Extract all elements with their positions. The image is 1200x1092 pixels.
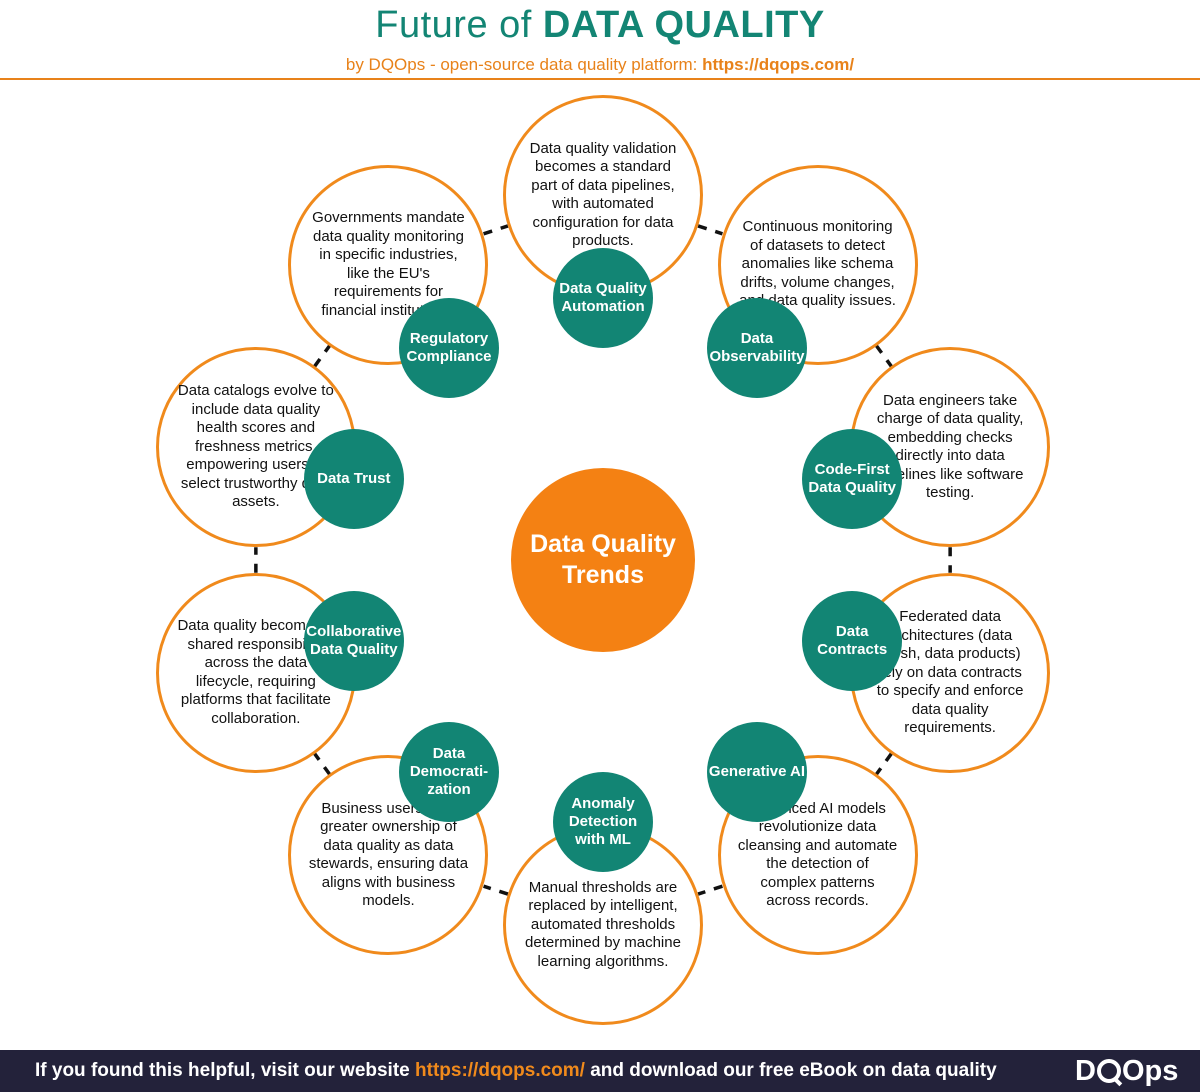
trend-label-text: Data Quality Automation [559, 280, 647, 315]
dqops-logo: D Ops [1075, 1054, 1179, 1087]
trend-description: Data quality becomes a shared responsibi… [177, 617, 335, 727]
page-title: Future of DATA QUALITY [0, 2, 1200, 48]
dashed-connector [313, 752, 332, 776]
subtitle-link[interactable]: https://dqops.com/ [702, 55, 855, 74]
footer-message: If you found this helpful, visit our web… [35, 1060, 997, 1082]
trend-label-text: Code-First Data Quality [808, 461, 896, 497]
trend-label-text: Data Trust [317, 470, 391, 488]
dashed-connector [697, 224, 723, 236]
trend-description: Data engineers take charge of data quali… [876, 391, 1024, 502]
dashed-connector [483, 884, 509, 896]
page-subtitle: by DQOps - open-source data quality plat… [0, 54, 1200, 76]
footer-banner: If you found this helpful, visit our web… [0, 1050, 1200, 1092]
trend-label-text: Generative AI [708, 762, 806, 780]
trend-label-text: Collaborative Data Quality [306, 622, 402, 658]
trend-label-text: Data Contracts [817, 622, 888, 658]
title-prefix: Future of [375, 4, 543, 46]
dashed-connector [874, 344, 893, 368]
trend-description: Manual thresholds are replaced by intell… [525, 878, 681, 970]
trend-description: Continuous monitoring of datasets to det… [739, 218, 896, 310]
trend-label-text: Anomaly Detection with ML [568, 795, 638, 848]
logo-q-icon [1096, 1059, 1121, 1083]
trend-label-generative-ai: Generative AI [706, 721, 807, 822]
trend-label-text: Data Democrati-zation [409, 744, 489, 798]
trend-label-text: Regulatory Compliance [406, 330, 492, 366]
dashed-connector [874, 752, 893, 776]
dashed-connector [313, 344, 332, 368]
subtitle-prefix: by DQOps - open-source data quality plat… [345, 55, 703, 74]
trend-label-anomaly-detection: Anomaly Detection with ML [553, 772, 653, 872]
trend-label-trust: Data Trust [303, 429, 404, 530]
trend-label-text: Data Observability [709, 330, 805, 366]
trend-label-automation: Data Quality Automation [553, 248, 653, 348]
footer-link[interactable]: https://dqops.com/ [415, 1060, 585, 1081]
connector-lines [254, 224, 952, 896]
trend-label-collaborative: Collaborative Data Quality [303, 590, 404, 691]
center-hub: Data Quality Trends [511, 468, 695, 652]
dashed-connector [697, 884, 723, 896]
trend-description: Data quality validation becomes a standa… [529, 139, 677, 250]
trend-label-democratization: Data Democrati-zation [399, 721, 499, 822]
trend-label-compliance: Regulatory Compliance [399, 298, 499, 399]
trend-label-code-first: Code-First Data Quality [802, 429, 903, 530]
trend-description: Data catalogs evolve to include data qua… [177, 382, 334, 511]
header-divider [0, 78, 1200, 80]
trend-label-contracts: Data Contracts [802, 590, 903, 691]
center-label: Data Quality Trends [530, 530, 676, 589]
dashed-connector [483, 224, 509, 236]
trend-description: Governments mandate data quality monitor… [312, 209, 465, 319]
trend-description: Federated data architectures (data mesh,… [876, 608, 1024, 737]
footer-suffix: and download our free eBook on data qual… [584, 1060, 997, 1081]
trend-circle-observability: Continuous monitoring of datasets to det… [717, 164, 918, 365]
footer-prefix: If you found this helpful, visit our web… [35, 1060, 416, 1081]
trend-label-observability: Data Observability [706, 298, 807, 399]
title-bold: DATA QUALITY [542, 4, 825, 46]
logo-ops: Ops [1121, 1054, 1179, 1087]
logo-letter-d: D [1075, 1054, 1096, 1087]
